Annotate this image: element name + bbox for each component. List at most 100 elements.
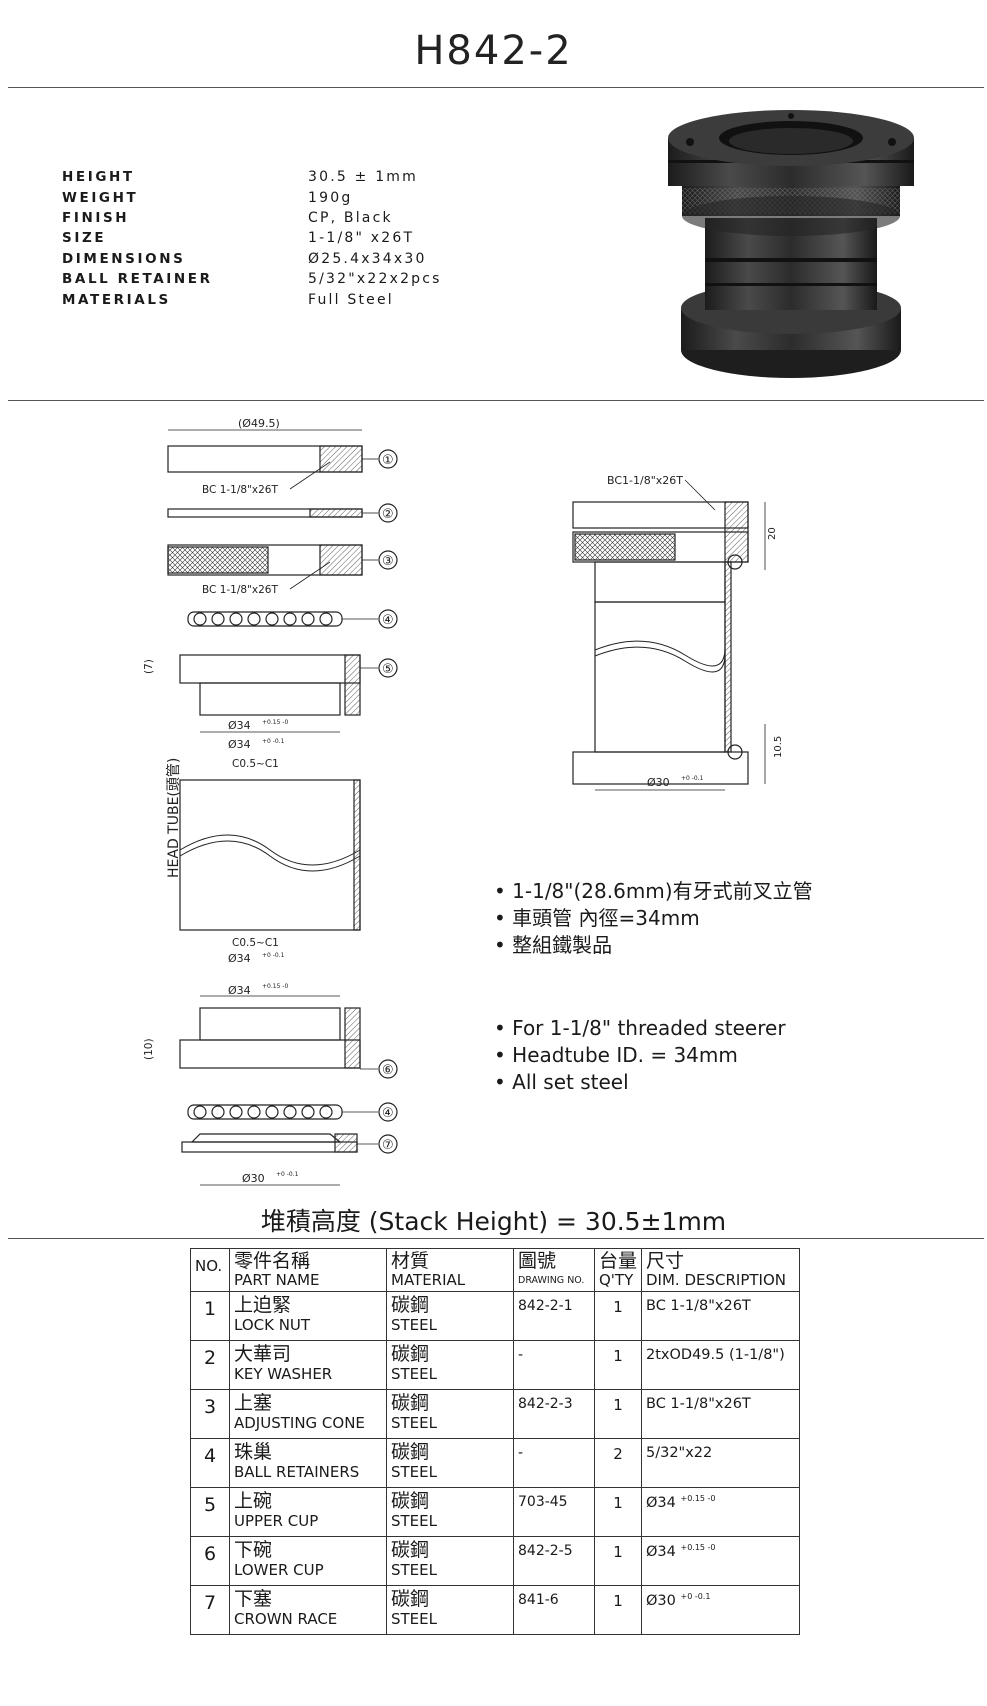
- row-qty: 1: [594, 1291, 642, 1341]
- header-dim: 尺寸 DIM. DESCRIPTION: [641, 1248, 800, 1292]
- label-chamfer-top: C0.5~C1: [232, 758, 279, 770]
- spec-row-size: SIZE 1-1/8" x26T: [62, 228, 442, 248]
- callout-4b: ④: [382, 1106, 394, 1121]
- note-zh-2: • 車頭管 內徑=34mm: [494, 906, 700, 930]
- tol-assembly-d30: +0 -0.1: [681, 775, 704, 782]
- row-name-zh: 大華司: [234, 1343, 292, 1365]
- row-dim-value: Ø30: [646, 1592, 676, 1609]
- notes-english: • For 1-1/8" threaded steerer • Headtube…: [494, 1015, 786, 1096]
- tol-cup5: +0.15 -0: [262, 719, 288, 726]
- header-dim-zh: 尺寸: [646, 1250, 685, 1272]
- row-material-zh: 碳鋼: [391, 1441, 430, 1463]
- spec-row-weight: WEIGHT 190g: [62, 187, 442, 207]
- row-material-zh: 碳鋼: [391, 1392, 430, 1414]
- row-dim-tolerance: +0.15 -0: [680, 1543, 716, 1552]
- row-qty: 1: [594, 1536, 642, 1586]
- tol-ht-bottom: +0 -0.1: [262, 952, 285, 959]
- callout-3: ③: [382, 554, 394, 569]
- row-qty: 1: [594, 1389, 642, 1439]
- header-drawing-zh: 圖號: [518, 1250, 557, 1272]
- row-no: 5: [190, 1487, 230, 1537]
- spec-value: 30.5 ± 1mm: [308, 169, 418, 186]
- label-chamfer-bottom: C0.5~C1: [232, 937, 279, 949]
- spec-value: Full Steel: [308, 291, 394, 308]
- dim-ht-top: Ø34: [228, 738, 251, 751]
- row-name-en: KEY WASHER: [234, 1365, 333, 1383]
- header-name-en: PART NAME: [234, 1271, 320, 1289]
- row-qty: 1: [594, 1340, 642, 1390]
- spec-row-height: HEIGHT 30.5 ± 1mm: [62, 167, 442, 187]
- spec-value: 190g: [308, 189, 353, 206]
- row-no: 2: [190, 1340, 230, 1390]
- row-drawing: 842-2-5: [513, 1536, 595, 1586]
- row-name-en: LOCK NUT: [234, 1316, 311, 1334]
- row-material-en: STEEL: [391, 1561, 437, 1579]
- row-material-zh: 碳鋼: [391, 1588, 430, 1610]
- spec-label: BALL RETAINER: [62, 271, 213, 288]
- callout-5: ⑤: [382, 662, 394, 677]
- dim-cup6: Ø34: [228, 984, 251, 997]
- row-drawing: -: [513, 1340, 595, 1390]
- row-drawing: 842-2-1: [513, 1291, 595, 1341]
- row-drawing: 841-6: [513, 1585, 595, 1635]
- row-material-zh: 碳鋼: [391, 1490, 430, 1512]
- spec-label: HEIGHT: [62, 169, 135, 186]
- row-no: 7: [190, 1585, 230, 1635]
- header-dim-en: DIM. DESCRIPTION: [646, 1271, 786, 1289]
- headset-product-image: [668, 110, 914, 378]
- row-name-en: ADJUSTING CONE: [234, 1414, 365, 1432]
- spec-row-materials: MATERIALS Full Steel: [62, 289, 442, 309]
- row-material-en: STEEL: [391, 1365, 437, 1383]
- row-dim-tolerance: +0.15 -0: [680, 1494, 716, 1503]
- header-name-zh: 零件名稱: [234, 1250, 311, 1272]
- spec-row-ball-retainer: BALL RETAINER 5/32"x22x2pcs: [62, 269, 442, 289]
- label-bc-part1: BC 1-1/8"x26T: [202, 484, 278, 496]
- table-header: NO. 零件名稱 PART NAME 材質 MATERIAL 圖號 DRAWIN…: [190, 1248, 800, 1292]
- stack-height: 堆積高度 (Stack Height) = 30.5±1mm: [260, 1207, 727, 1236]
- parts-table: NO. 零件名稱 PART NAME 材質 MATERIAL 圖號 DRAWIN…: [190, 1248, 800, 1635]
- header-qty-zh: 台量: [599, 1250, 638, 1272]
- row-no: 3: [190, 1389, 230, 1439]
- header-material-en: MATERIAL: [391, 1271, 466, 1289]
- callout-1: ①: [382, 453, 394, 468]
- header-name: 零件名稱 PART NAME: [229, 1248, 387, 1292]
- callout-2: ②: [382, 507, 394, 522]
- row-drawing: 842-2-3: [513, 1389, 595, 1439]
- row-name-zh: 下塞: [234, 1588, 273, 1610]
- row-material-zh: 碳鋼: [391, 1539, 430, 1561]
- spec-row-finish: FINISH CP, Black: [62, 208, 442, 228]
- row-dim-value: Ø34: [646, 1494, 676, 1511]
- spec-value: 5/32"x22x2pcs: [308, 271, 442, 288]
- row-name-en: UPPER CUP: [234, 1512, 319, 1530]
- tol-race: +0 -0.1: [276, 1171, 299, 1178]
- row-qty: 1: [594, 1487, 642, 1537]
- header-material: 材質 MATERIAL: [386, 1248, 514, 1292]
- header-drawing-en: DRAWING NO.: [518, 1275, 585, 1286]
- page-title: H842-2: [414, 28, 573, 74]
- header-drawing: 圖號 DRAWING NO.: [513, 1248, 595, 1292]
- note-en-1: • For 1-1/8" threaded steerer: [494, 1016, 786, 1040]
- dim-49-5: (Ø49.5): [238, 417, 280, 430]
- row-name-en: CROWN RACE: [234, 1610, 338, 1628]
- dim-race: Ø30: [242, 1172, 265, 1185]
- spec-label: DIMENSIONS: [62, 250, 186, 267]
- dim-assembly-10-5: 10.5: [773, 736, 784, 758]
- row-no: 4: [190, 1438, 230, 1488]
- row-dim: Ø34 +0.15 -0: [641, 1487, 800, 1537]
- spec-row-dimensions: DIMENSIONS Ø25.4x34x30: [62, 249, 442, 269]
- row-material-en: STEEL: [391, 1463, 437, 1481]
- row-dim: Ø34 +0.15 -0: [641, 1536, 800, 1586]
- head-tube-label: HEAD TUBE(頭管): [166, 758, 182, 878]
- row-name-zh: 上迫緊: [234, 1294, 292, 1316]
- notes-chinese: • 1-1/8"(28.6mm)有牙式前叉立管 • 車頭管 內徑=34mm • …: [494, 878, 813, 959]
